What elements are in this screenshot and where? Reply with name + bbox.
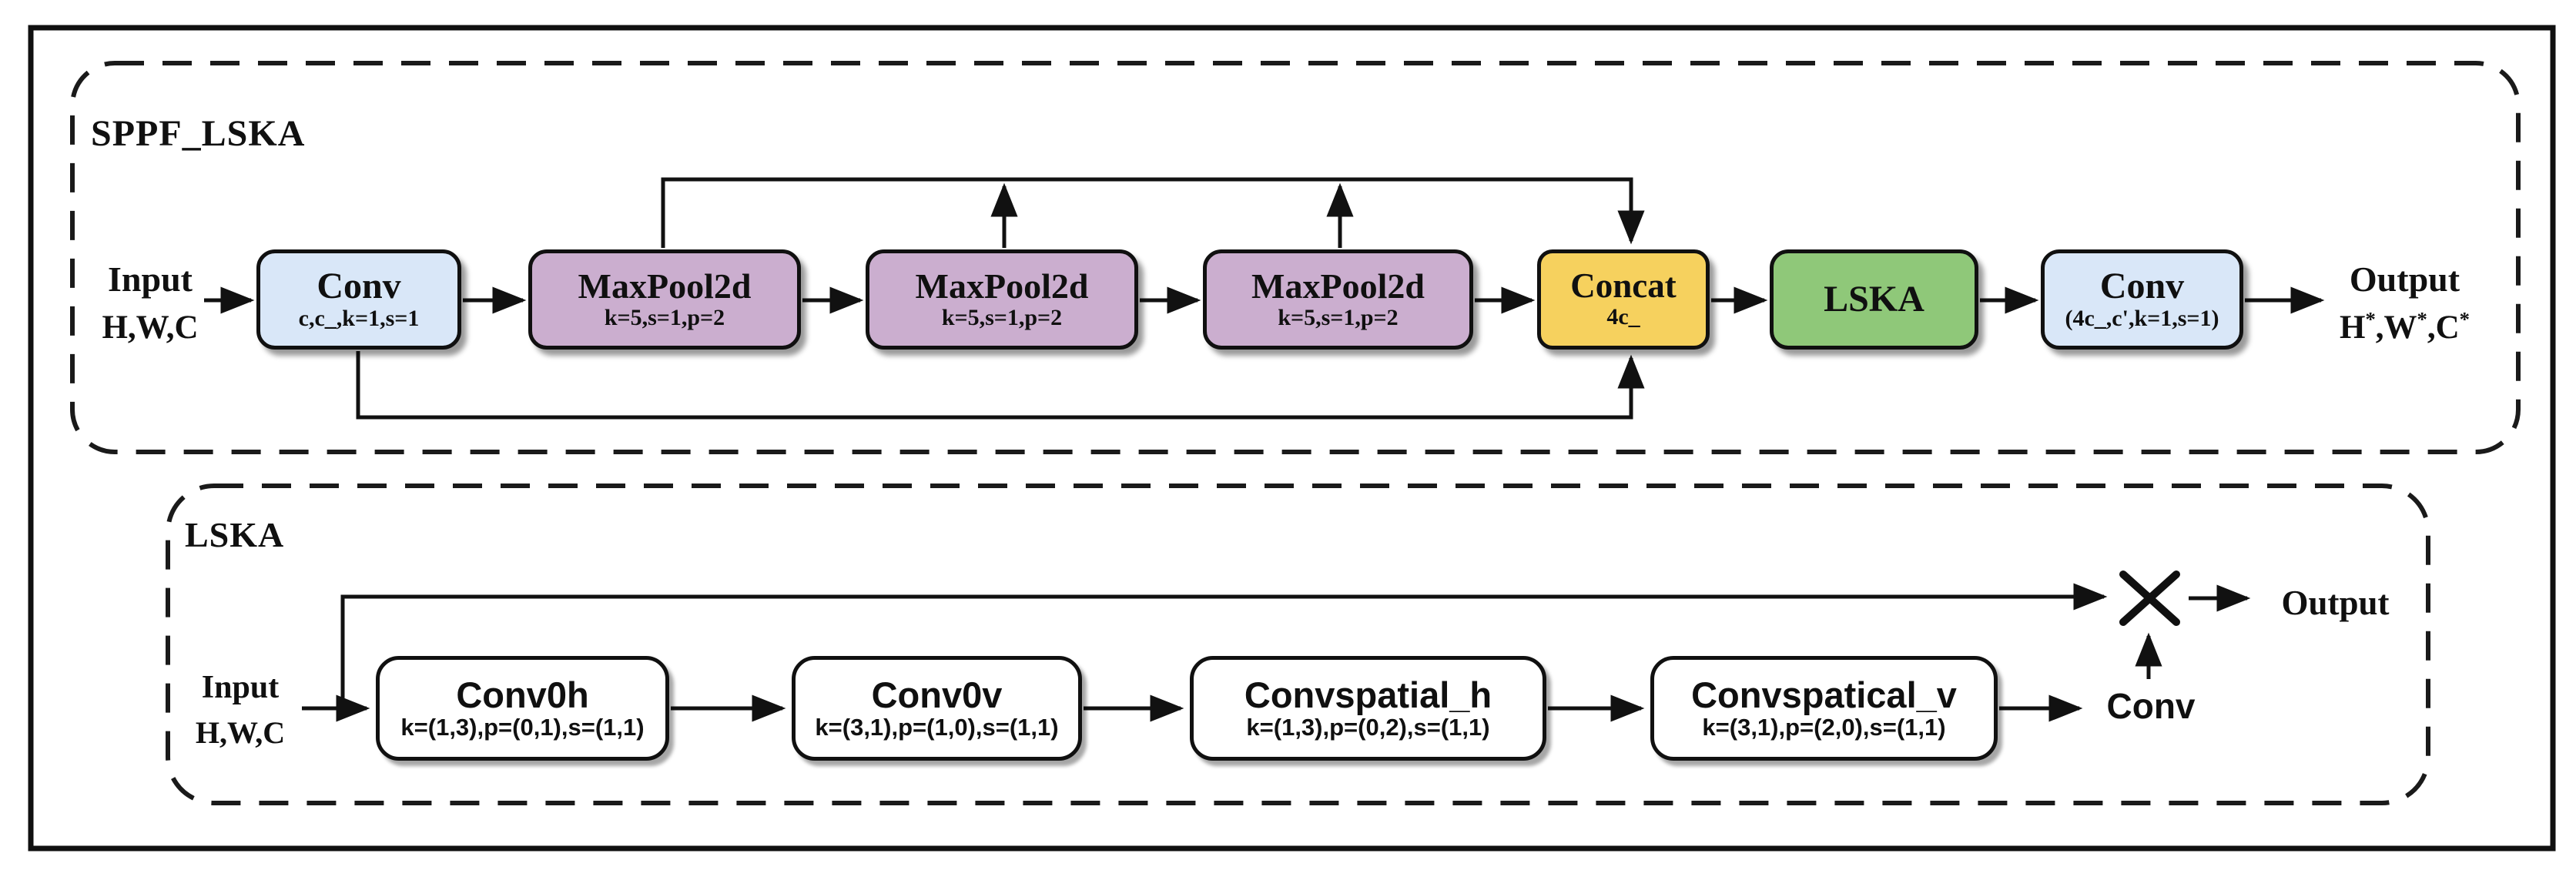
maxpool-block-1-label: MaxPool2d xyxy=(578,266,752,306)
conv0h-block: Conv0h k=(1,3),p=(0,1),s=(1,1) xyxy=(376,656,669,761)
conv-block-2-label: Conv xyxy=(2099,265,2185,306)
conv-block-2: Conv (4c_,c',k=1,s=1) xyxy=(2041,249,2243,350)
conv-block-1: Conv c,c_,k=1,s=1 xyxy=(256,249,461,350)
lska-input-label: Input H,W,C xyxy=(171,665,310,755)
convspatial-h-label: Convspatial_h xyxy=(1244,674,1492,715)
lska-input-dims: H,W,C xyxy=(195,714,286,750)
convspatical-v-label: Convspatical_v xyxy=(1691,674,1957,715)
convspatial-h-block: Convspatial_h k=(1,3),p=(0,2),s=(1,1) xyxy=(1190,656,1546,761)
lska-block-label: LSKA xyxy=(1824,278,1924,320)
conv0v-label: Conv0v xyxy=(871,674,1003,715)
conv-block-1-label: Conv xyxy=(317,265,401,306)
sppf-output-word: Output xyxy=(2349,259,2460,299)
sppf-input-word: Input xyxy=(108,259,193,299)
conv-block-1-params: c,c_,k=1,s=1 xyxy=(298,305,420,331)
conv-block-2-params: (4c_,c',k=1,s=1) xyxy=(2065,305,2219,331)
sppf-input-label: Input H,W,C xyxy=(77,254,223,351)
skip-bottom-line xyxy=(356,351,1645,420)
convspatical-v-block: Convspatical_v k=(3,1),p=(2,0),s=(1,1) xyxy=(1650,656,1998,761)
lska-block: LSKA xyxy=(1770,249,1978,350)
concat-block: Concat 4c_ xyxy=(1537,249,1710,350)
sppf-output-dims: H*,W*,C* xyxy=(2340,307,2470,346)
maxpool-block-1: MaxPool2d k=5,s=1,p=2 xyxy=(528,249,801,350)
lska-conv-word: Conv xyxy=(2106,686,2196,726)
maxpool-block-2-label: MaxPool2d xyxy=(915,266,1089,306)
skip-top-line xyxy=(661,177,1645,248)
lska-title: LSKA xyxy=(185,515,285,554)
conv0v-params: k=(3,1),p=(1,0),s=(1,1) xyxy=(815,713,1059,741)
maxpool-block-3-label: MaxPool2d xyxy=(1251,266,1425,306)
conv0v-block: Conv0v k=(3,1),p=(1,0),s=(1,1) xyxy=(792,656,1082,761)
convspatical-v-params: k=(3,1),p=(2,0),s=(1,1) xyxy=(1702,713,1946,741)
lska-dashed-border xyxy=(166,484,2430,805)
conv0h-label: Conv0h xyxy=(456,674,589,715)
outer-frame xyxy=(28,25,2556,852)
lska-skip-line xyxy=(340,583,2108,708)
maxpool-block-1-params: k=5,s=1,p=2 xyxy=(604,304,725,330)
maxpool-block-2: MaxPool2d k=5,s=1,p=2 xyxy=(866,249,1138,350)
sppf-output-label: Output H*,W*,C* xyxy=(2310,254,2499,351)
convspatial-h-params: k=(1,3),p=(0,2),s=(1,1) xyxy=(1246,713,1490,741)
maxpool-block-2-params: k=5,s=1,p=2 xyxy=(941,304,1063,330)
sppf-lska-title: SPPF_LSKA xyxy=(91,113,306,154)
maxpool-block-3: MaxPool2d k=5,s=1,p=2 xyxy=(1203,249,1473,350)
sppf-lska-dashed-border xyxy=(70,61,2521,454)
lska-output-word: Output xyxy=(2281,584,2390,622)
sppf-input-dims: H,W,C xyxy=(102,310,199,346)
concat-block-label: Concat xyxy=(1570,266,1677,306)
conv0h-params: k=(1,3),p=(0,1),s=(1,1) xyxy=(400,713,645,741)
multiply-icon xyxy=(2119,571,2180,626)
lska-input-word: Input xyxy=(201,670,280,705)
maxpool-block-3-params: k=5,s=1,p=2 xyxy=(1278,304,1399,330)
concat-block-params: 4c_ xyxy=(1606,304,1640,330)
